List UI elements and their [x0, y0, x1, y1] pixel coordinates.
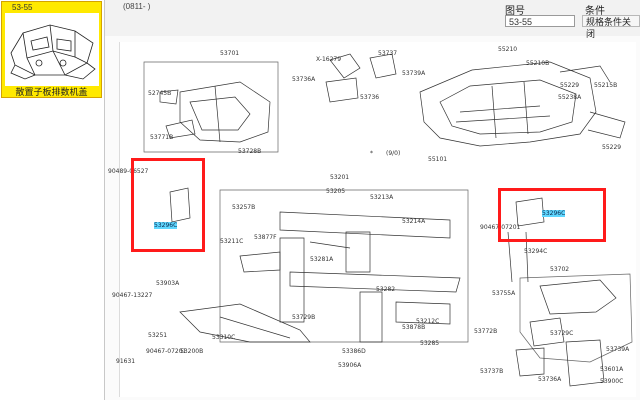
part-label[interactable]: 53310C: [212, 334, 236, 341]
part-label[interactable]: 53737: [378, 50, 398, 57]
part-label[interactable]: 55101: [428, 156, 448, 163]
figure-label: 图号: [505, 6, 525, 17]
part-label[interactable]: 53771B: [150, 134, 174, 141]
part-label[interactable]: 53386D: [342, 348, 366, 355]
part-label[interactable]: 55238A: [558, 94, 582, 101]
header-code: (0811- ): [123, 2, 151, 11]
part-label[interactable]: 53294C: [524, 248, 548, 255]
part-label[interactable]: 53736: [360, 94, 380, 101]
thumbnail-code: 53-55: [12, 3, 33, 12]
thumbnail-card[interactable]: 53-55 散置子板排数机盖: [1, 1, 102, 98]
part-label[interactable]: 53211C: [220, 238, 244, 245]
part-label[interactable]: 53900C: [600, 378, 624, 385]
part-label[interactable]: 55210B: [526, 60, 550, 67]
part-label[interactable]: 53257B: [232, 204, 256, 211]
right-highlight-box: [498, 188, 606, 242]
parts-diagram: 53701 52745B 53771B 53728B 53737 X-16279…: [108, 42, 636, 397]
part-label[interactable]: 53702: [550, 266, 570, 273]
part-label[interactable]: 53755A: [492, 290, 516, 297]
part-label[interactable]: 53729C: [550, 330, 574, 337]
part-label[interactable]: 91631: [116, 358, 136, 365]
left-thumbnail-panel: 53-55 散置子板排数机盖: [0, 0, 105, 400]
part-label[interactable]: 53213A: [370, 194, 394, 201]
part-label: *: [370, 150, 373, 157]
main-area: (0811- ) 图号 条件 53-55 规格条件关闭: [105, 0, 640, 400]
part-label[interactable]: 53739A: [606, 346, 630, 353]
part-label[interactable]: 55229: [602, 144, 622, 151]
part-label[interactable]: 53212C: [416, 318, 440, 325]
part-label[interactable]: 53282: [376, 286, 396, 293]
left-highlight-box: [131, 158, 205, 252]
part-label-highlighted[interactable]: 53296C: [542, 210, 566, 217]
part-label[interactable]: 55229: [560, 82, 580, 89]
part-label[interactable]: 53739A: [402, 70, 426, 77]
part-label[interactable]: 53205: [326, 188, 346, 195]
part-label[interactable]: 53281A: [310, 256, 334, 263]
thumbnail-caption: 散置子板排数机盖: [15, 87, 88, 97]
part-label[interactable]: 53729B: [292, 314, 316, 321]
spec-condition-button[interactable]: 规格条件关闭: [582, 15, 640, 39]
figure-number-input[interactable]: 53-55: [505, 15, 575, 27]
part-label[interactable]: 53878B: [402, 324, 426, 331]
part-label[interactable]: 55210: [498, 46, 518, 53]
part-label[interactable]: X-16279: [316, 56, 342, 63]
diagram-drawing: [143, 53, 633, 387]
part-label[interactable]: 52745B: [148, 90, 172, 97]
part-label[interactable]: 53601A: [600, 366, 624, 373]
thumbnail-image: [5, 13, 99, 86]
part-label[interactable]: 53877F: [254, 234, 277, 241]
part-label-highlighted[interactable]: 53296C: [154, 222, 178, 229]
part-label[interactable]: 55215B: [594, 82, 618, 89]
part-label[interactable]: 53737B: [480, 368, 504, 375]
top-toolbar: (0811- ) 图号 条件 53-55 规格条件关闭: [105, 0, 640, 39]
part-label[interactable]: 53736A: [538, 376, 562, 383]
part-label[interactable]: 53200B: [180, 348, 204, 355]
part-label[interactable]: 90467-13227: [112, 292, 153, 299]
part-label[interactable]: 90467-07201: [146, 348, 187, 355]
condition-label: 条件: [585, 6, 605, 17]
part-label: (9/0): [386, 150, 401, 157]
part-label[interactable]: 53214A: [402, 218, 426, 225]
part-label[interactable]: 90489-06527: [108, 168, 149, 175]
part-label[interactable]: 53903A: [156, 280, 180, 287]
part-label[interactable]: 53201: [330, 174, 350, 181]
part-label[interactable]: 53906A: [338, 362, 362, 369]
part-label[interactable]: 53728B: [238, 148, 262, 155]
part-label[interactable]: 53772B: [474, 328, 498, 335]
part-label[interactable]: 53736A: [292, 76, 316, 83]
part-label[interactable]: 53701: [220, 50, 240, 57]
part-label[interactable]: 53285: [420, 340, 440, 347]
part-label[interactable]: 53251: [148, 332, 168, 339]
